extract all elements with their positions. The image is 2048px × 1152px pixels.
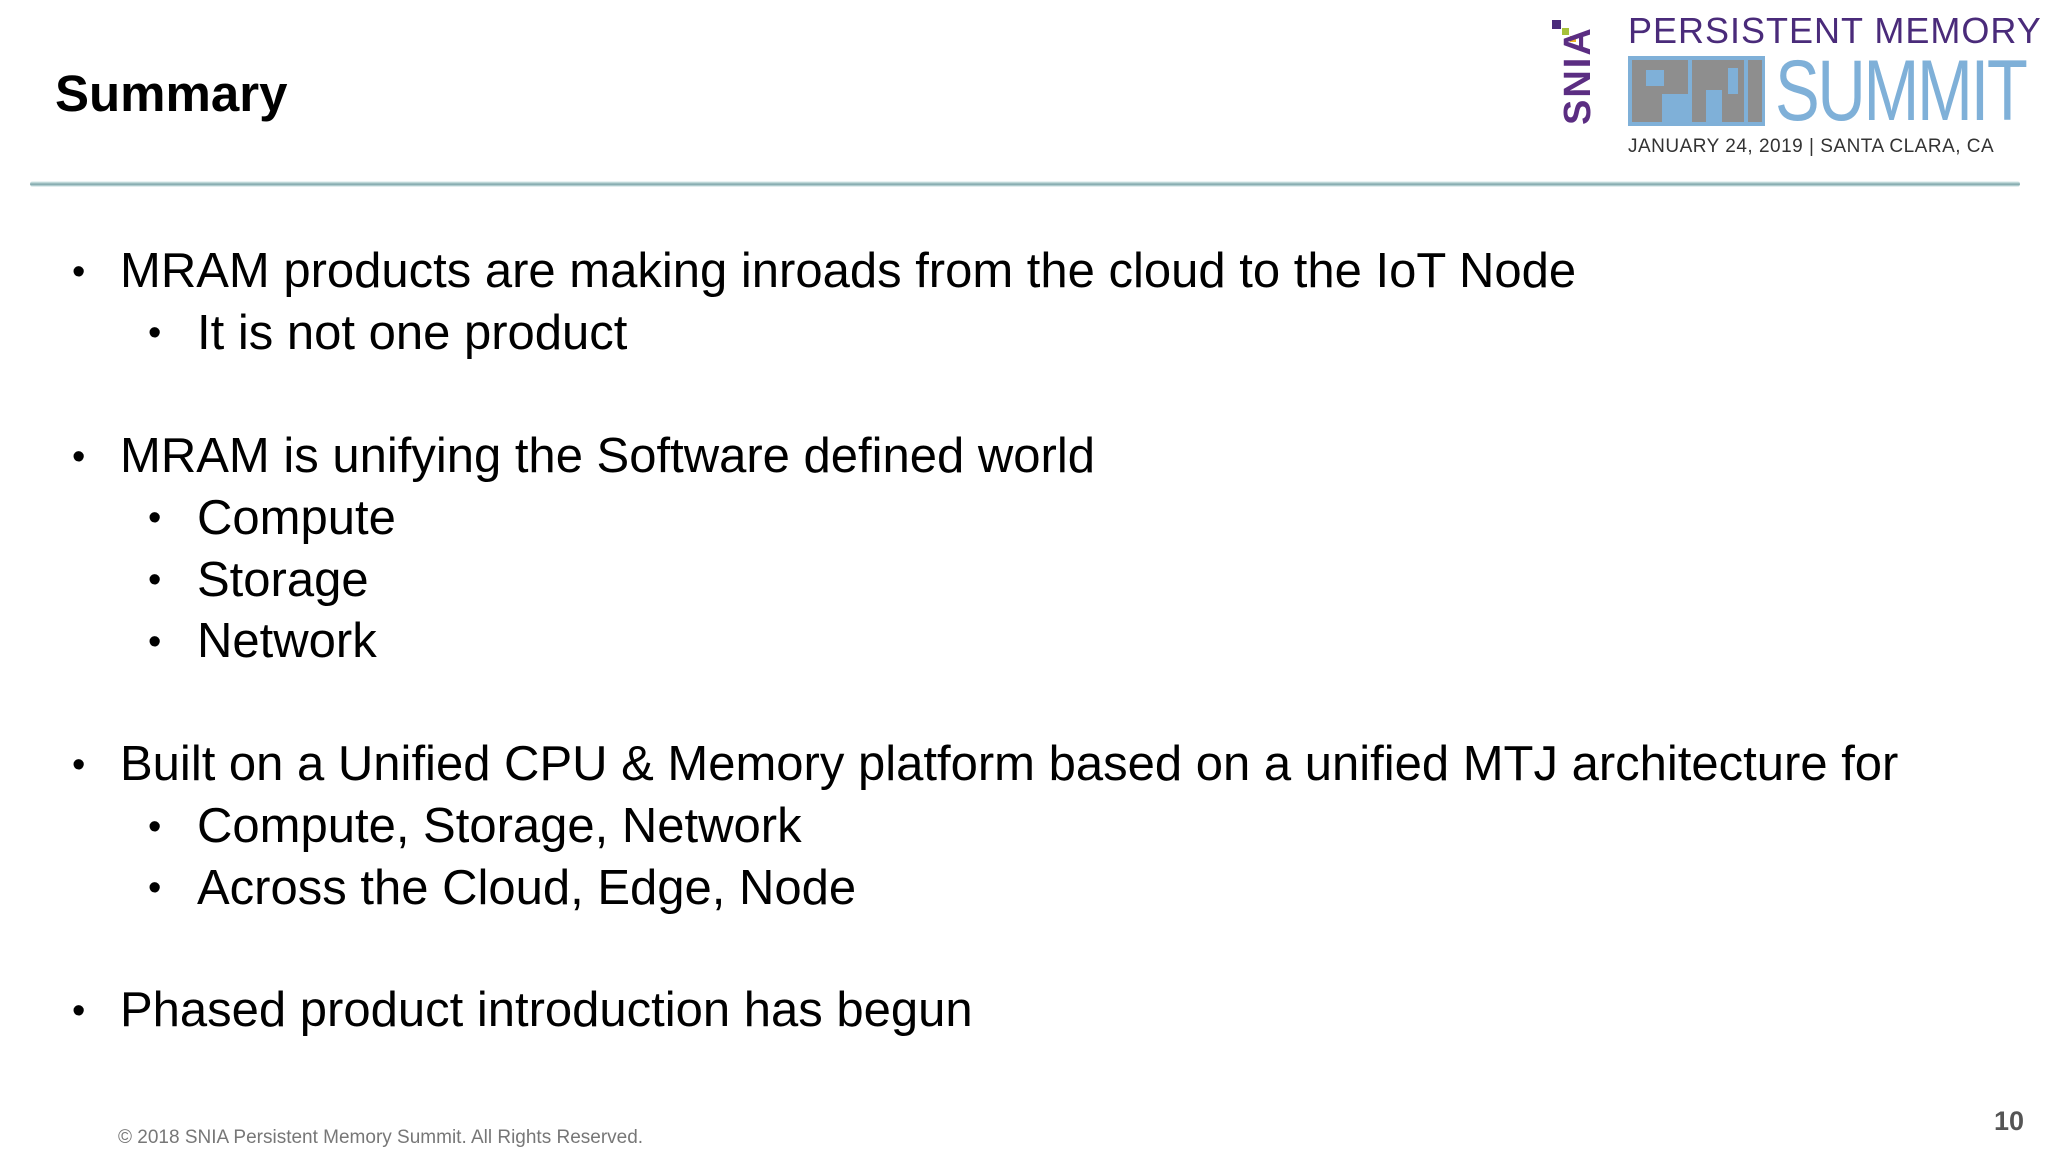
sub-bullet-item: Compute bbox=[197, 491, 396, 545]
bullet-dot: • bbox=[72, 744, 86, 786]
bullet-item: Built on a Unified CPU & Memory platform… bbox=[120, 737, 1899, 791]
bullet-dot: • bbox=[72, 251, 86, 293]
sub-bullet-item: Network bbox=[197, 614, 377, 668]
sub-bullet-item: Across the Cloud, Edge, Node bbox=[197, 861, 857, 915]
sub-bullet-dot: • bbox=[148, 806, 162, 848]
sub-bullet-item: Storage bbox=[197, 553, 369, 607]
logo-summit: SUMMIT bbox=[1775, 43, 2028, 139]
sub-bullet-dot: • bbox=[148, 312, 162, 354]
bullet-item: MRAM is unifying the Software defined wo… bbox=[120, 429, 1095, 483]
bullet-dot: • bbox=[72, 436, 86, 478]
bullet-dot: • bbox=[72, 990, 86, 1032]
logo-date-location: JANUARY 24, 2019 | SANTA CLARA, CA bbox=[1628, 136, 1995, 157]
slide-title: Summary bbox=[55, 65, 288, 122]
snia-wordmark: SNIA bbox=[1557, 26, 1599, 125]
sub-bullet-dot: • bbox=[148, 867, 162, 909]
sub-bullet-dot: • bbox=[148, 497, 162, 539]
bullet-item: Phased product introduction has begun bbox=[120, 983, 973, 1037]
pm-mark: PM bbox=[1628, 56, 1765, 126]
sub-bullet-dot: • bbox=[148, 559, 162, 601]
footer-copyright: © 2018 SNIA Persistent Memory Summit. Al… bbox=[118, 1127, 644, 1148]
sub-bullet-dot: • bbox=[148, 621, 162, 663]
sub-bullet-item: It is not one product bbox=[197, 306, 628, 360]
header-divider bbox=[30, 181, 2020, 187]
logo-persistent-memory: PERSISTENT MEMORY bbox=[1628, 10, 2042, 51]
page-number: 10 bbox=[1994, 1106, 2025, 1136]
snia-squares-icon bbox=[1552, 20, 1576, 42]
bullet-item: MRAM products are making inroads from th… bbox=[120, 244, 1577, 298]
sub-bullet-item: Compute, Storage, Network bbox=[197, 799, 802, 853]
